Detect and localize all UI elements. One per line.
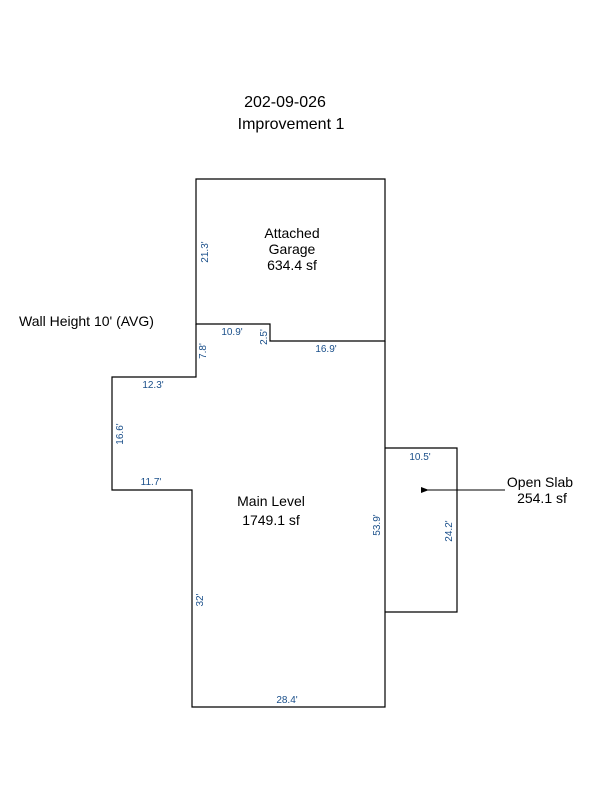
- dim-main-right: 53.9': [372, 514, 383, 535]
- dim-main-bottom: 28.4': [276, 695, 297, 706]
- dim-bump-side: 16.6': [115, 423, 126, 444]
- dim-bump-bottom: 11.7': [141, 477, 162, 488]
- open-slab-area: 254.1 sf: [517, 490, 567, 506]
- dim-bump-top: 12.3': [142, 380, 163, 391]
- garage-area: 634.4 sf: [267, 257, 317, 273]
- garage-label-line2: Garage: [269, 241, 316, 257]
- dim-notch-top: 10.9': [221, 327, 242, 338]
- dim-notch-side: 2.5': [259, 329, 270, 345]
- dim-garage-left: 21.3': [200, 241, 211, 262]
- garage-label-line1: Attached: [264, 225, 319, 241]
- wall-height-note: Wall Height 10' (AVG): [19, 313, 154, 329]
- dim-main-left: 32': [195, 593, 206, 606]
- main-level-label: Main Level: [237, 493, 305, 509]
- dim-garage-bottom: 16.9': [315, 344, 336, 355]
- open-slab-label: Open Slab: [507, 474, 573, 490]
- dim-slab-right: 24.2': [444, 520, 455, 541]
- open-slab-outline: [385, 447, 458, 613]
- parcel-id: 202-09-026: [244, 94, 326, 111]
- main-level-area: 1749.1 sf: [242, 512, 300, 528]
- dim-upper-left-vert: 7.8': [198, 343, 209, 359]
- main-level-outline: [111, 324, 386, 708]
- dim-slab-top: 10.5': [409, 452, 430, 463]
- improvement-title: Improvement 1: [238, 116, 345, 133]
